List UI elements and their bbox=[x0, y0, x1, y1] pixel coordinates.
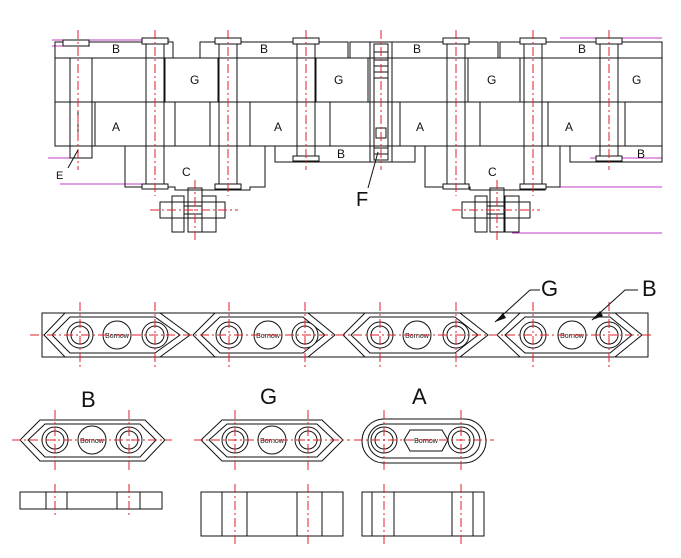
c-bracket-1 bbox=[124, 146, 266, 191]
strip-brand-2: Bornow bbox=[256, 333, 281, 340]
label-g-2: G bbox=[334, 73, 343, 87]
f-leader bbox=[367, 151, 379, 189]
e-bar bbox=[69, 57, 93, 159]
strip-plate-b-2: Bornow bbox=[342, 312, 489, 358]
strip-brand-4: Bornow bbox=[560, 333, 585, 340]
label-f: F bbox=[356, 189, 368, 211]
b-plate-top-3 bbox=[349, 41, 499, 59]
detail-b-plate: Bornow bbox=[12, 410, 172, 472]
callout-b: B bbox=[642, 276, 657, 301]
g-callout-leader bbox=[494, 289, 540, 323]
label-a-4: A bbox=[565, 120, 573, 134]
b-plate-bottom-1 bbox=[274, 145, 416, 163]
detail-g-brand: Bornow bbox=[260, 438, 285, 445]
b-plate-bottom-2 bbox=[569, 145, 663, 163]
label-b-2: B bbox=[260, 42, 268, 56]
label-g-3: G bbox=[487, 73, 496, 87]
detail-b-brand: Bornow bbox=[80, 438, 105, 445]
pin-group bbox=[62, 37, 623, 190]
callout-g: G bbox=[541, 276, 558, 301]
detail-a-plate: Bornow bbox=[354, 410, 494, 472]
chain-strip: Bornow Bornow Bornow Bornow bbox=[30, 276, 657, 368]
top-centerlines bbox=[77, 30, 610, 240]
g-callout-arrow bbox=[495, 313, 506, 322]
label-b-4: B bbox=[578, 42, 586, 56]
label-a-3: A bbox=[416, 120, 424, 134]
label-b-5: B bbox=[337, 147, 345, 161]
detail-title-a: A bbox=[412, 384, 427, 409]
label-e: E bbox=[56, 170, 63, 182]
b-callout-arrow bbox=[592, 311, 603, 320]
c-bracket-2 bbox=[424, 146, 561, 191]
detail-views: B G A Bornow bbox=[12, 384, 494, 546]
label-g-1: G bbox=[190, 73, 199, 87]
b-callout-leader bbox=[591, 289, 638, 321]
strip-brand-1: Bornow bbox=[105, 333, 130, 340]
detail-g-plate: Bornow bbox=[194, 410, 350, 472]
detail-a-brand: Bornow bbox=[414, 438, 439, 445]
label-b-3: B bbox=[413, 42, 421, 56]
label-b-1: B bbox=[112, 42, 120, 56]
label-b-6: B bbox=[637, 147, 645, 161]
strip-brand-3: Bornow bbox=[405, 333, 430, 340]
detail-b-side bbox=[19, 484, 163, 518]
detail-a-side bbox=[361, 484, 485, 546]
top-assembly: B B B B G G G G A A A A B B C C E F bbox=[48, 30, 663, 240]
label-a-1: A bbox=[112, 120, 120, 134]
label-g-4: G bbox=[632, 73, 641, 87]
label-c-1: C bbox=[182, 165, 191, 179]
detail-title-g: G bbox=[260, 384, 277, 409]
e-leader bbox=[67, 149, 79, 169]
label-c-2: C bbox=[488, 165, 497, 179]
detail-g-side bbox=[200, 484, 344, 546]
detail-title-b: B bbox=[81, 387, 96, 412]
label-a-2: A bbox=[274, 120, 282, 134]
